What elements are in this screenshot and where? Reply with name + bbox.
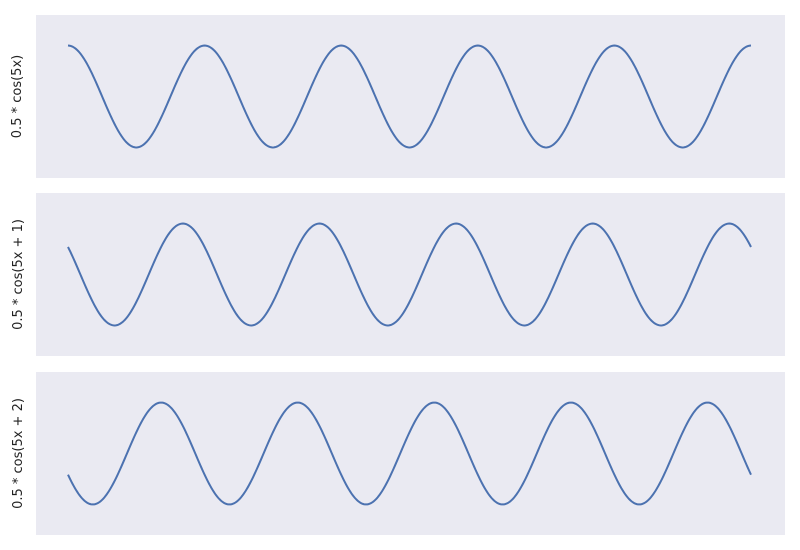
cosine-series-1 bbox=[67, 44, 752, 149]
subplot-2-svg bbox=[36, 193, 785, 356]
subplot-1 bbox=[36, 15, 785, 178]
y-axis-label-1: 0.5 * cos(5x) bbox=[0, 15, 36, 178]
plot-background-3 bbox=[36, 372, 785, 535]
cosine-series-3 bbox=[67, 401, 752, 506]
subplot-2 bbox=[36, 193, 785, 356]
subplot-3 bbox=[36, 372, 785, 535]
subplot-1-svg bbox=[36, 15, 785, 178]
y-axis-label-text-1: 0.5 * cos(5x) bbox=[10, 54, 26, 139]
y-axis-label-text-3: 0.5 * cos(5x + 2) bbox=[10, 398, 26, 509]
cosine-series-2 bbox=[67, 222, 752, 327]
plot-background-2 bbox=[36, 193, 785, 356]
subplot-3-svg bbox=[36, 372, 785, 535]
plot-background-1 bbox=[36, 15, 785, 178]
y-axis-label-text-2: 0.5 * cos(5x + 1) bbox=[10, 219, 26, 330]
y-axis-label-3: 0.5 * cos(5x + 2) bbox=[0, 372, 36, 535]
y-axis-label-2: 0.5 * cos(5x + 1) bbox=[0, 193, 36, 356]
